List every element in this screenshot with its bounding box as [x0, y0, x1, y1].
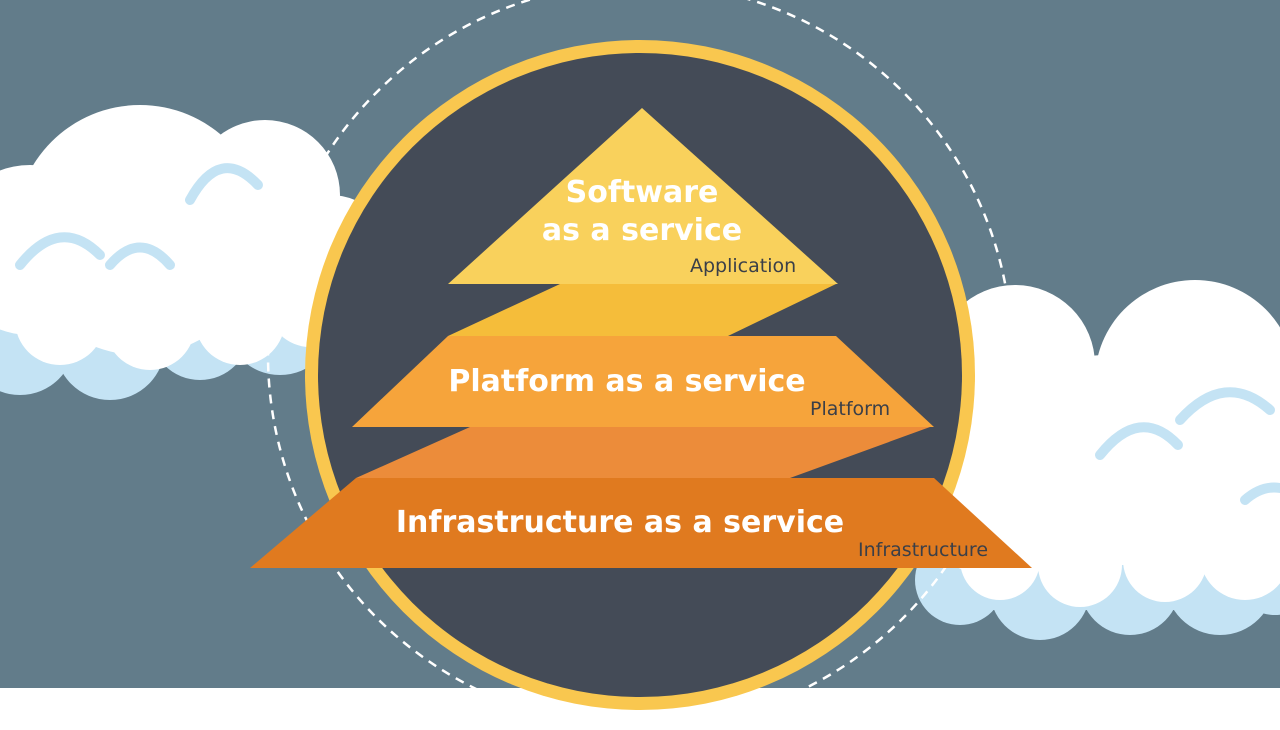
dashed-orbit-ring	[266, 0, 1014, 729]
infrastructure-subtitle: Infrastructure	[858, 539, 988, 561]
infrastructure-layer	[250, 478, 1032, 568]
platform-title: Platform as a service	[448, 364, 805, 399]
software-title-line-2: as a service	[542, 213, 742, 248]
software-to-platform-connector	[448, 284, 836, 336]
right-cloud-highlights	[1095, 387, 1280, 505]
platform-subtitle: Platform	[810, 398, 890, 420]
software-layer	[448, 108, 838, 284]
software-subtitle: Application	[690, 255, 796, 277]
right-cloud-body	[915, 280, 1280, 607]
platform-to-infrastructure-connector	[356, 427, 930, 478]
platform-layer	[352, 336, 934, 427]
left-cloud-highlights	[15, 163, 263, 270]
infrastructure-title: Infrastructure as a service	[396, 505, 844, 540]
software-title-line-1: Software	[566, 175, 719, 210]
